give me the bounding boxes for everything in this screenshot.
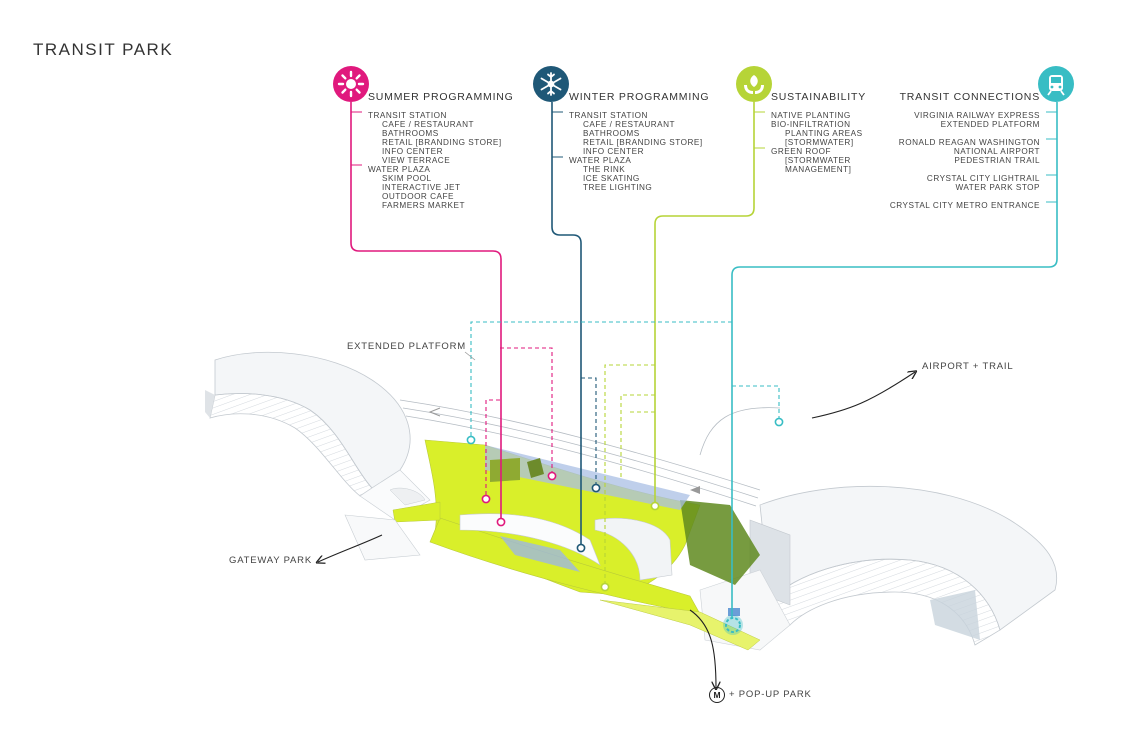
track-arrow-right-icon [690,486,700,494]
list-item: [STORMWATER] [785,138,854,147]
list-item: VIRGINIA RAILWAY EXPRESS [914,111,1040,120]
list-item: OUTDOOR CAFE [382,192,454,201]
list-item: THE RINK [583,165,626,174]
list-item: EXTENDED PLATFORM [940,120,1040,129]
list-item: CRYSTAL CITY LIGHTRAIL [926,174,1040,183]
list-item: SKIM POOL [382,174,432,183]
endpoint-markers [466,417,784,592]
sustainability-lines [604,102,765,585]
list-item: INFO CENTER [583,147,644,156]
summer-heading: SUMMER PROGRAMMING [368,91,514,103]
list-item: MANAGEMENT] [785,165,852,174]
page-title: TRANSIT PARK [33,40,174,59]
winter-lines [551,102,597,546]
list-item: ICE SKATING [583,174,640,183]
list-item: WATER PLAZA [569,156,632,165]
list-item: CAFE / RESTAURANT [382,120,475,129]
summer-lines [350,102,553,518]
list-item: TRANSIT STATION [368,111,447,120]
list-item: CAFE / RESTAURANT [583,120,676,129]
sustainability-heading: SUSTAINABILITY [771,91,867,103]
snowflake-icon [533,66,569,102]
list-item: PEDESTRIAN TRAIL [954,156,1040,165]
list-item: INTERACTIVE JET [382,183,461,192]
list-item: GREEN ROOF [771,147,832,156]
list-item: CRYSTAL CITY METRO ENTRANCE [889,201,1040,210]
list-item: BATHROOMS [583,129,640,138]
list-item: WATER PARK STOP [955,183,1040,192]
list-item: WATER PLAZA [368,165,431,174]
airport-trail-label: AIRPORT + TRAIL [922,361,1014,372]
sun-icon [333,66,369,102]
gateway-plaza [344,514,421,561]
list-item: PLANTING AREAS [785,129,863,138]
leaf-hands-icon [736,66,772,102]
list-item: [STORMWATER [785,156,851,165]
list-item: TRANSIT STATION [569,111,648,120]
right-building [699,485,1058,651]
gateway-trees [389,487,426,506]
platform-leader [464,351,476,361]
list-item: BATHROOMS [382,129,439,138]
list-item: BIO-INFILTRATION [771,120,851,129]
list-item: NATIVE PLANTING [771,111,851,120]
metro-entrance [723,608,743,635]
transit-heading: TRANSIT CONNECTIONS [899,91,1040,103]
popup-park-label: + POP-UP PARK [729,689,812,700]
track-arrow-left-icon [428,407,441,417]
gateway-park-label: GATEWAY PARK [229,555,312,566]
list-item: INFO CENTER [382,147,443,156]
train-icon [1038,66,1074,102]
list-item: RETAIL [BRANDING STORE] [382,138,502,147]
list-item: RETAIL [BRANDING STORE] [583,138,703,147]
list-item: VIEW TERRACE [382,156,451,165]
winter-heading: WINTER PROGRAMMING [569,91,710,103]
list-item: TREE LIGHTING [583,183,653,192]
extended-platform-label: EXTENDED PLATFORM [347,341,466,352]
transit-lines [470,102,1058,618]
list-item: RONALD REAGAN WASHINGTON [898,138,1040,147]
callout-arrows [318,372,915,688]
list-item: FARMERS MARKET [382,201,465,210]
metro-symbol-icon: M [709,687,725,703]
list-item: NATIONAL AIRPORT [953,147,1040,156]
park-ground [392,439,761,651]
